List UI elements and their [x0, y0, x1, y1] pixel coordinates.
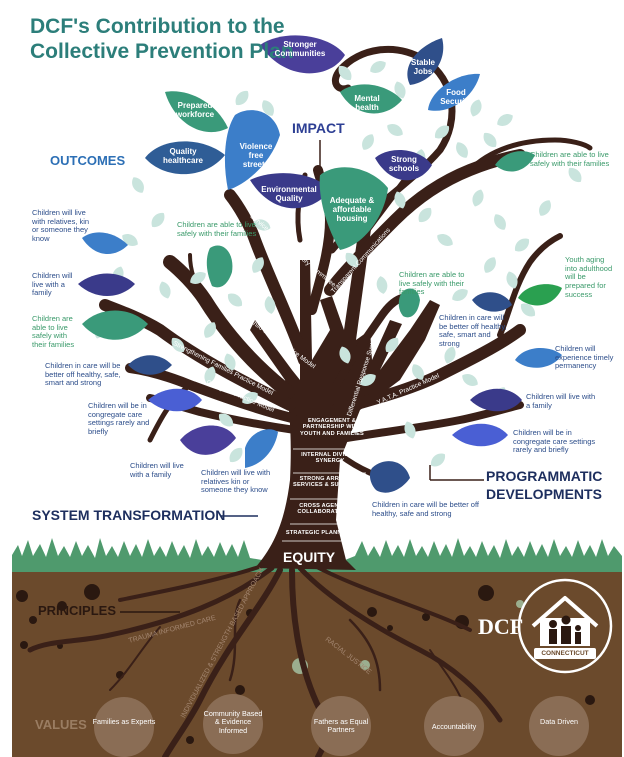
leaf-strong-schools: Strong schools [388, 155, 420, 174]
outcome-better-off-left: Children in care will be better off heal… [45, 361, 121, 388]
outcome-live-safely-right: Children are able to live safely with th… [530, 150, 610, 168]
trunk-cross-agency-collaboration: CROSS AGENCY COLLABORATION [297, 503, 349, 516]
outcomes-heading: OUTCOMES [50, 153, 126, 168]
outcome-relatives-kin: Children will live with relatives, kin o… [32, 208, 90, 243]
value-families-as-experts: Families as Experts [92, 717, 156, 726]
outcome-live-with-family: Children will live with a family [32, 271, 73, 298]
outcome-youth-adulthood: Youth aging into adulthood will be prepa… [565, 255, 613, 299]
title-line-2: Collective Prevention Plan [30, 40, 294, 64]
leaf-mental-health-access: Mental health access [353, 94, 381, 122]
trunk-dividers [282, 448, 366, 542]
outcome-better-off-right: Children in care will be better off heal… [439, 313, 507, 348]
values-heading: VALUES [35, 717, 87, 732]
outcome-live-safely-mid: Children are able to live safely with th… [399, 270, 465, 297]
trunk-engagement-partnership: ENGAGEMENT & PARTNERSHIP WITH YOUTH AND … [300, 418, 364, 437]
outcome-live-safely-center: Children are able to live safely with th… [177, 220, 257, 238]
outcome-relatives-kin-lower: Children will live with relatives kin or… [201, 468, 271, 495]
outcome-congregate-left: Children will be in congregate care sett… [88, 401, 150, 436]
value-circles [94, 694, 589, 757]
impact-heading: IMPACT [292, 120, 345, 136]
leaf-stable-jobs: Stable Jobs [410, 58, 435, 77]
principles-heading: PRINCIPLES [38, 603, 117, 618]
outcome-better-off-bottom: Children in care will be better off heal… [372, 500, 479, 518]
outcome-live-safely-left: Children are able to live safely with th… [32, 314, 75, 349]
trunk-internal-division-synergy: INTERNAL DIVISION SYNERGY [301, 452, 359, 465]
programmatic-heading: PROGRAMMATIC DEVELOPMENTS [486, 468, 602, 503]
tree-roots [27, 564, 503, 757]
programmatic-line-2: DEVELOPMENTS [486, 485, 602, 502]
leaf-prepared-workforce: Prepared workforce [175, 101, 215, 120]
dcf-logo-text: DCF [478, 614, 524, 639]
trunk-strong-array-services: STRONG ARRAY OF SERVICES & SUPPORTS [293, 476, 363, 489]
impact-leaves [78, 35, 562, 493]
grass-strip [12, 538, 622, 572]
page-title: DCF's Contribution to the Collective Pre… [30, 14, 294, 64]
outcome-live-with-family-right: Children will live with a family [526, 392, 596, 410]
equity-label: EQUITY [283, 549, 336, 565]
tree-trunk [250, 220, 440, 570]
title-line-1: DCF's Contribution to the [30, 15, 285, 38]
leaf-violence-free-streets: Violence free streets [239, 142, 273, 170]
leaf-environmental-quality: Environmental Quality [261, 185, 317, 204]
leaf-stronger-communities: Stronger Communities [274, 40, 326, 59]
leaf-food-security: Food Security [440, 88, 472, 107]
value-fathers-equal-partners: Fathers as Equal Partners [313, 717, 369, 735]
value-community-based: Community Based & Evidence Informed [203, 709, 263, 735]
outcome-live-with-family-lower: Children will live with a family [130, 461, 184, 479]
programmatic-line-1: PROGRAMMATIC [486, 468, 603, 484]
dcf-logo [517, 578, 613, 674]
trunk-strategic-planning: STRATEGIC PLANNING [285, 530, 353, 536]
value-accountability: Accountability [431, 722, 477, 731]
outcome-congregate-right: Children will be in congregate care sett… [513, 428, 596, 455]
leaf-adequate-affordable-housing: Adequate & affordable housing [329, 196, 375, 224]
dcf-logo-state: CONNECTICUT [541, 650, 589, 657]
value-data-driven: Data Driven [540, 717, 578, 726]
outcome-timely-permanency: Children will experience timely permanen… [555, 344, 614, 371]
system-transformation-heading: SYSTEM TRANSFORMATION [32, 507, 226, 523]
leaf-quality-healthcare: Quality healthcare [162, 147, 204, 166]
